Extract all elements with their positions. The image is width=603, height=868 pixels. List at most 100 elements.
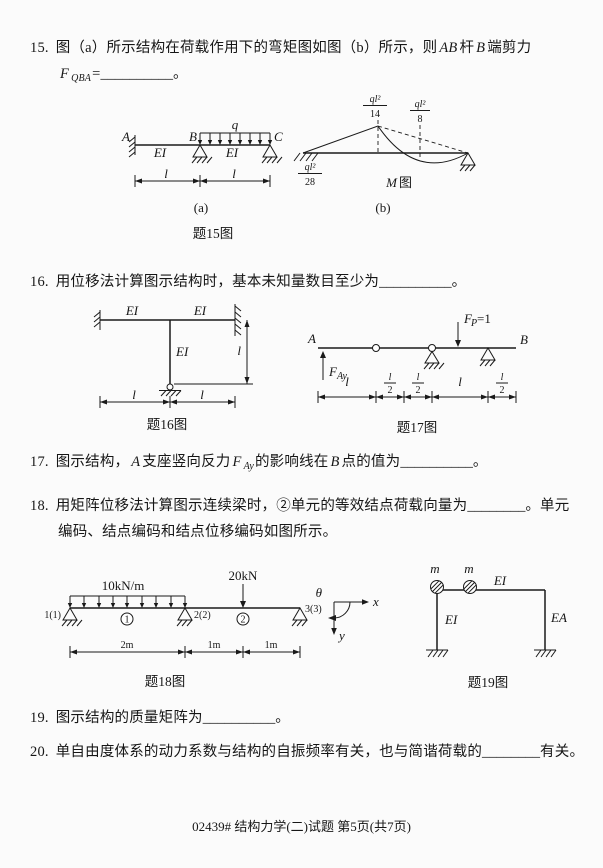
dim-l-1: l xyxy=(164,166,168,181)
figure-18-diagram: 10kN/m 20kN 1(1) 2(2) 3(3) 1 2 x y θ xyxy=(44,568,379,689)
dim-half-3-num: l xyxy=(501,372,504,383)
distributed-load-shafts xyxy=(69,596,186,605)
y-axis-label: y xyxy=(337,628,345,643)
vertical-dim-arrowheads xyxy=(244,320,250,384)
dim-l-2: l xyxy=(232,166,236,181)
label-EI-column: EI xyxy=(444,612,458,627)
question-19-number: 19. xyxy=(30,710,49,726)
support-C-hatch xyxy=(261,156,283,164)
math-F: F xyxy=(232,454,242,470)
label-A: A xyxy=(121,129,130,144)
dim-2m: 2m xyxy=(121,640,134,651)
point-load-arrowhead xyxy=(240,601,246,608)
label-EI-2: EI xyxy=(193,303,207,318)
answer-blank: __________ xyxy=(100,66,174,82)
element-2-circle xyxy=(236,612,250,626)
question-19-text: 图示结构的质量矩阵为 xyxy=(55,710,203,726)
question-17-text4: 点的值为 xyxy=(341,454,401,470)
hinge-circle xyxy=(372,344,380,352)
moment-line xyxy=(302,125,379,154)
sublabel-a: (a) xyxy=(194,200,208,215)
frac8-numerator: ql² xyxy=(415,99,427,110)
label-B: B xyxy=(520,332,528,347)
answer-blank: ________ xyxy=(482,744,541,760)
figure-19-caption: 题19图 xyxy=(468,675,509,690)
right-wall-hatch xyxy=(234,305,242,336)
theta-arc xyxy=(333,601,351,619)
question-15-text: 图（a）所示结构在荷载作用下的弯矩图如图（b）所示，则 xyxy=(55,40,438,56)
period: 。 xyxy=(451,274,467,290)
mass-2-label: m xyxy=(464,561,473,576)
node-3-label: 3(3) xyxy=(305,604,322,615)
period: 。 xyxy=(472,454,488,470)
equals-sign: = xyxy=(92,66,101,82)
question-18-text3: 编码、结点编码和结点位移编码如图所示。 xyxy=(58,524,338,540)
label-EI-2: EI xyxy=(225,145,239,160)
frac8-denominator: 8 xyxy=(418,114,423,125)
question-18-text: 用矩阵位移法计算图示连续梁时，②单元的等效结点荷载向量为 xyxy=(55,498,468,514)
dim-1m-b: 1m xyxy=(265,640,278,651)
dim-l-1: l xyxy=(345,374,349,389)
dimension-arrowheads xyxy=(70,649,300,655)
dim-l-1: l xyxy=(132,387,136,402)
theta-label: θ xyxy=(316,585,323,600)
label-EI-3: EI xyxy=(175,344,189,359)
load-label-q: q xyxy=(232,117,239,132)
element-1-circle xyxy=(120,612,134,626)
dashed-chord xyxy=(377,125,469,154)
right-support-triangle xyxy=(460,152,476,166)
frac14-denominator: 14 xyxy=(370,109,380,120)
frac14-numerator: ql² xyxy=(370,94,382,105)
math-F-sub: QBA xyxy=(71,73,92,84)
distributed-load-shafts xyxy=(199,133,271,140)
math-B: B xyxy=(476,40,486,56)
mass-1-hatch xyxy=(430,580,444,594)
question-18-text2: 。单元 xyxy=(525,498,570,514)
question-19: 19.图示结构的质量矩阵为__________。 xyxy=(30,706,290,727)
label-EI-beam: EI xyxy=(493,573,507,588)
label-EI-1: EI xyxy=(125,303,139,318)
support-1-triangle xyxy=(424,350,440,364)
frac28-numerator: ql² xyxy=(305,162,317,173)
label-EA-column: EA xyxy=(550,610,567,625)
question-16: 16.用位移法计算图示结构时，基本未知量数目至少为__________。 xyxy=(30,270,466,291)
label-FP-value: =1 xyxy=(477,311,491,326)
support-2-triangle xyxy=(177,607,193,621)
left-support-hatch xyxy=(93,311,101,328)
question-16-text: 用位移法计算图示结构时，基本未知量数目至少为 xyxy=(55,274,380,290)
dim-half-2-num: l xyxy=(417,372,420,383)
question-18-line2: 编码、结点编码和结点位移编码如图所示。 xyxy=(58,520,337,541)
question-20: 20. 单自由度体系的动力系数与结构的自振频率有关，也与简谐荷载的________… xyxy=(30,740,584,761)
figure-17-diagram: A B F Ay F P =1 l l 2 l 2 l l 2 题17图 xyxy=(307,311,528,435)
reaction-arrowhead xyxy=(320,351,326,358)
dim-half-1-num: l xyxy=(389,372,392,383)
wall-support-hatch xyxy=(128,136,136,158)
distributed-load-arrowheads xyxy=(67,603,188,608)
x-axis-arrowhead xyxy=(362,599,369,605)
support-3-triangle xyxy=(292,607,308,621)
support-2-hatch xyxy=(479,359,496,367)
figure-15-caption: 题15图 xyxy=(193,226,234,241)
question-20-text2: 有关。 xyxy=(540,744,585,760)
ground-1-hatch xyxy=(427,649,449,658)
label-FP-sub: P xyxy=(470,318,477,329)
coordinate-axes: x y θ xyxy=(316,585,379,643)
question-20-number: 20. xyxy=(30,744,49,760)
question-15-text3: 端剪力 xyxy=(487,40,532,56)
label-M: M xyxy=(385,175,398,190)
label-FP-F: F xyxy=(463,311,473,326)
dimension-arrowheads xyxy=(100,399,235,405)
left-support-hatch xyxy=(293,152,319,162)
period: 。 xyxy=(173,66,188,82)
math-F: F xyxy=(60,66,70,82)
element-2-number: 2 xyxy=(241,615,246,626)
question-20-text: 单自由度体系的动力系数与结构的自振频率有关，也与简谐荷载的 xyxy=(55,744,483,760)
mass-1-label: m xyxy=(430,561,439,576)
support-2-hatch xyxy=(176,619,193,627)
x-axis-label: x xyxy=(372,594,379,609)
answer-blank: __________ xyxy=(400,454,473,470)
sublabel-b: (b) xyxy=(375,200,390,215)
answer-blank: ________ xyxy=(467,498,526,514)
support-B-triangle xyxy=(192,144,208,158)
